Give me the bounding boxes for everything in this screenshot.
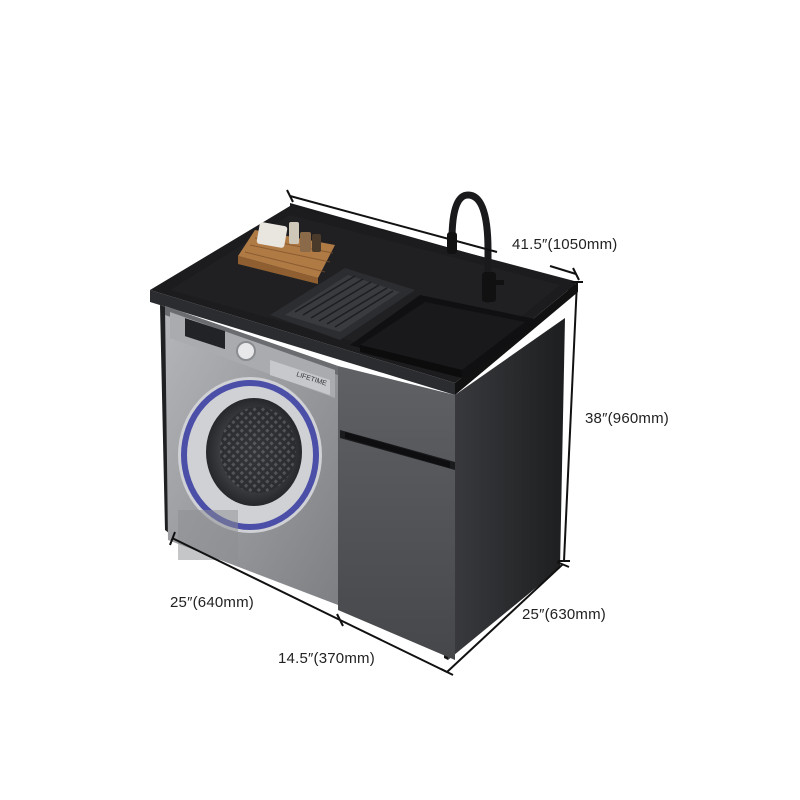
dimension-height-label: 38″(960mm) [585, 410, 670, 427]
dimension-lines [169, 189, 583, 676]
dimension-depth-right-label: 25″(630mm) [522, 606, 607, 623]
dimension-width-label: 41.5″(1050mm) [512, 236, 618, 253]
dimension-depth-left-label: 25″(640mm) [170, 594, 255, 611]
cabinet-door [338, 366, 455, 660]
dimension-cabinet-width-label: 14.5″(370mm) [278, 650, 375, 667]
storage-basket-icon [238, 222, 335, 284]
sink-basin [350, 295, 540, 378]
washboard [270, 268, 415, 340]
washing-machine-icon: LIFETIME [165, 306, 338, 605]
faucet-icon [447, 191, 504, 304]
